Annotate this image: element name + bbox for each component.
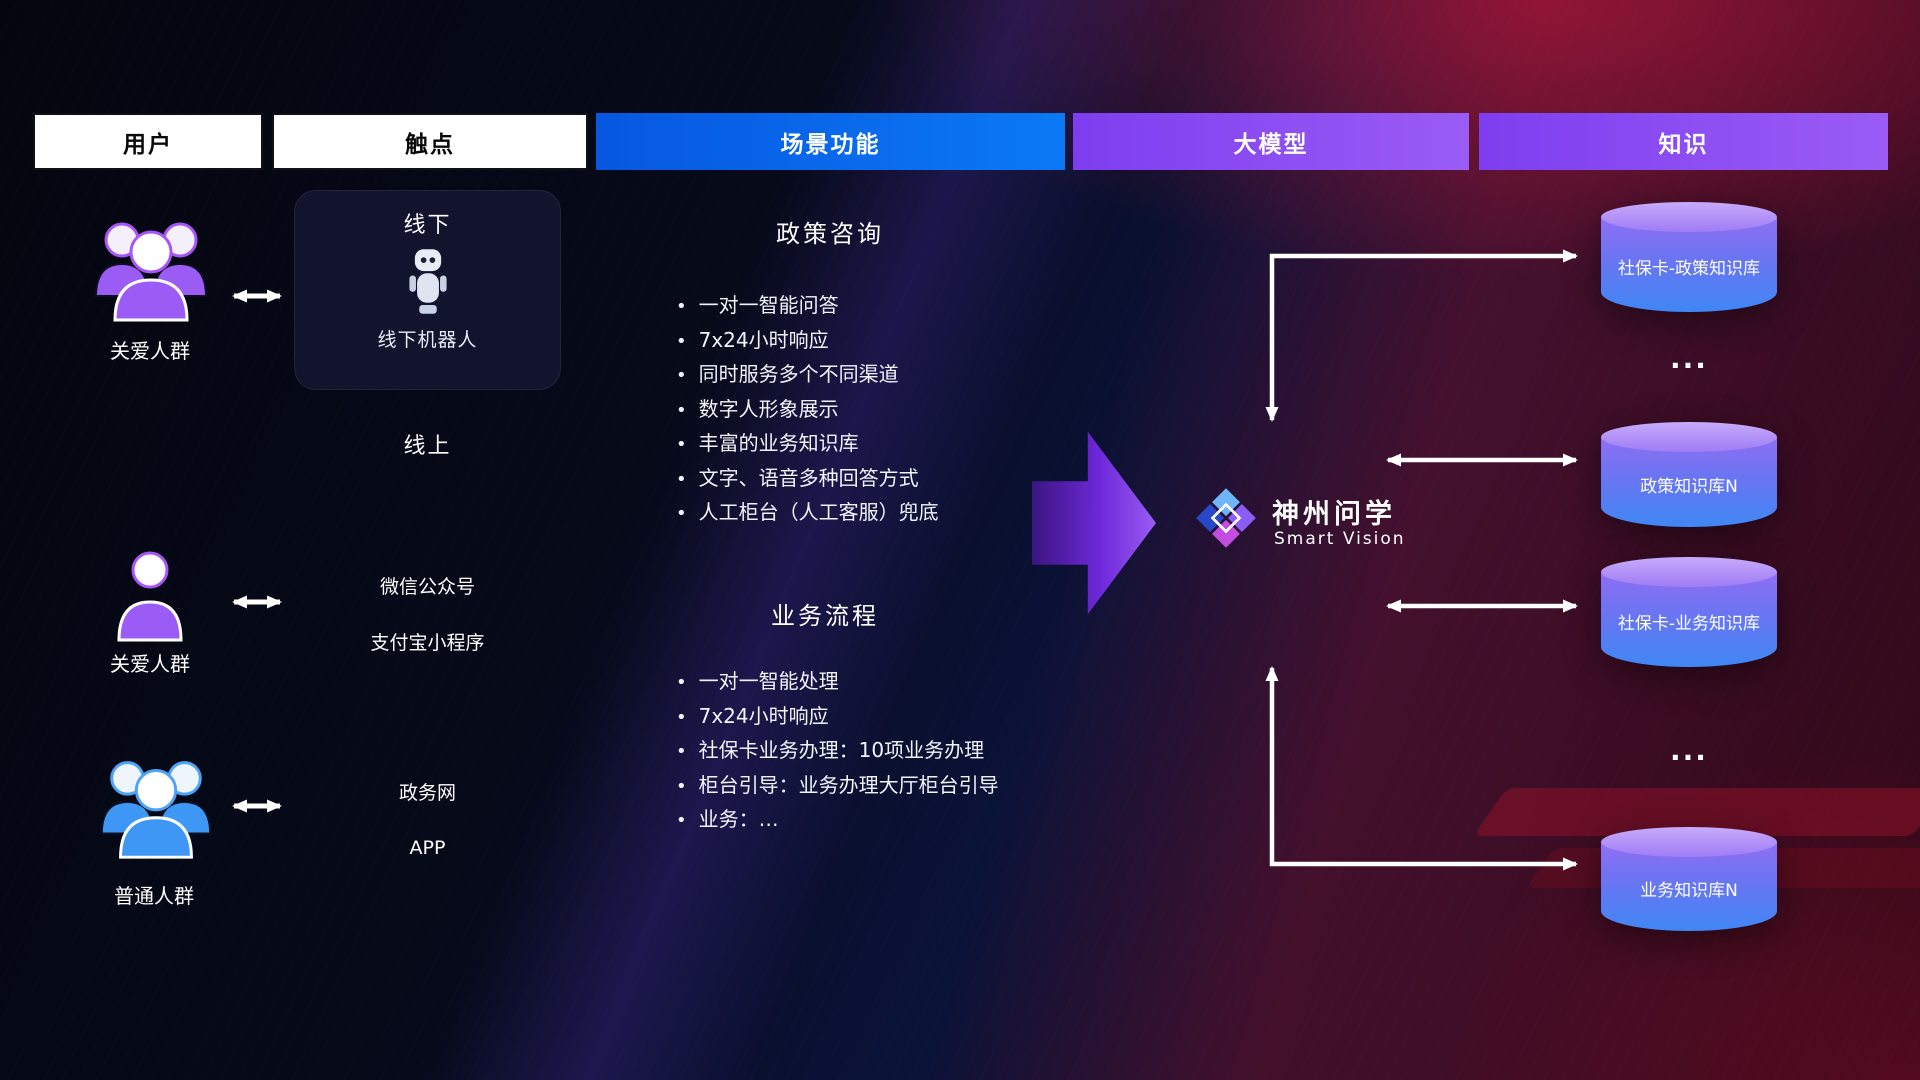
people-group-icon <box>86 210 216 326</box>
touchpoint-alipay: 支付宝小程序 <box>370 632 485 654</box>
bullet-item: 文字、语音多种回答方式 <box>676 462 939 497</box>
knowledge-db-label: 业务知识库N <box>1640 881 1738 902</box>
bullet-item: 人工柜台（人工客服）兜底 <box>676 496 939 531</box>
bullet-item: 7x24小时响应 <box>676 324 939 359</box>
cylinder-top <box>1601 202 1777 232</box>
offline-robot-label: 线下机器人 <box>377 329 478 351</box>
knowledge-db-label: 社保卡-政策知识库 <box>1617 259 1761 280</box>
user-group-label: 普通人群 <box>114 884 194 908</box>
header-touchpoints: 触点 <box>272 113 588 170</box>
knowledge-db-policy-n: 政策知识库N <box>1601 422 1777 527</box>
bullet-item: 一对一智能问答 <box>676 289 939 324</box>
flow-arrow-icon <box>1032 431 1156 615</box>
model-to-knowledge-arrow <box>1265 666 1578 871</box>
knowledge-db-business-n: 业务知识库N <box>1601 827 1777 931</box>
model-subtitle: Smart Vision <box>1274 529 1406 549</box>
diamond-logo-icon <box>1192 484 1260 552</box>
policy-bullet-list: 一对一智能问答 7x24小时响应 同时服务多个不同渠道 数字人形象展示 丰富的业… <box>676 289 939 531</box>
offline-touchpoint-card: 线下 线下机器人 <box>294 190 561 390</box>
model-to-knowledge-arrow <box>1265 249 1578 422</box>
knowledge-db-business-shebao: 社保卡-业务知识库 <box>1601 557 1777 667</box>
cylinder-top <box>1601 422 1777 452</box>
touchpoint-wechat: 微信公众号 <box>379 576 475 598</box>
bullet-item: 7x24小时响应 <box>676 700 999 735</box>
business-bullet-list: 一对一智能处理 7x24小时响应 社保卡业务办理：10项业务办理 柜台引导：业务… <box>676 665 999 838</box>
person-icon <box>115 548 185 642</box>
online-title: 线上 <box>403 434 452 459</box>
header-model: 大模型 <box>1073 113 1469 170</box>
user-group-label: 关爱人群 <box>110 652 190 676</box>
bullet-item: 一对一智能处理 <box>676 665 999 700</box>
header-users: 用户 <box>33 113 263 170</box>
bullet-item: 业务：… <box>676 803 999 838</box>
bullet-item: 丰富的业务知识库 <box>676 427 939 462</box>
ellipsis-label: ... <box>1670 342 1708 375</box>
knowledge-db-policy-shebao: 社保卡-政策知识库 <box>1601 202 1777 312</box>
knowledge-db-label: 社保卡-业务知识库 <box>1617 614 1761 635</box>
ellipsis-label: ... <box>1670 734 1708 767</box>
scene-section-title-policy: 政策咨询 <box>776 220 884 248</box>
touchpoint-app: APP <box>409 837 446 859</box>
cylinder-top <box>1601 557 1777 587</box>
bullet-item: 社保卡业务办理：10项业务办理 <box>676 734 999 769</box>
header-knowledge: 知识 <box>1479 113 1888 170</box>
cylinder-body: 社保卡-业务知识库 <box>1601 572 1777 667</box>
header-scenes: 场景功能 <box>596 113 1065 170</box>
bullet-item: 同时服务多个不同渠道 <box>676 358 939 393</box>
user-group-label: 关爱人群 <box>110 339 190 363</box>
cylinder-body: 社保卡-政策知识库 <box>1601 217 1777 312</box>
bullet-item: 数字人形象展示 <box>676 393 939 428</box>
offline-title: 线下 <box>403 213 452 238</box>
people-group-icon <box>92 748 220 868</box>
cylinder-body: 政策知识库N <box>1601 437 1777 527</box>
touchpoint-gov-web: 政务网 <box>398 782 456 804</box>
bullet-item: 柜台引导：业务办理大厅柜台引导 <box>676 769 999 804</box>
cylinder-top <box>1601 827 1777 857</box>
robot-icon <box>408 249 447 314</box>
scene-section-title-business: 业务流程 <box>771 602 879 630</box>
model-name: 神州问学 <box>1272 499 1396 530</box>
knowledge-db-label: 政策知识库N <box>1640 476 1738 497</box>
